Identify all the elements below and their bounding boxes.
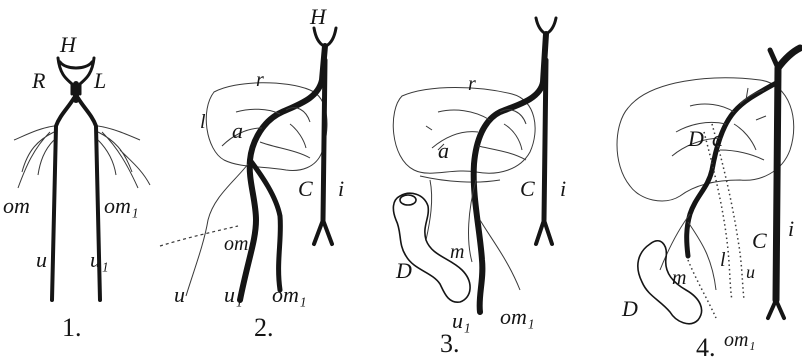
fig4-label-d-upper: D bbox=[687, 126, 704, 151]
fig2-label-l: l bbox=[200, 111, 206, 133]
fig3-label-r: r bbox=[468, 73, 476, 95]
fig4-duodenum bbox=[638, 241, 702, 324]
fig3-liver-lower-outline bbox=[420, 176, 500, 182]
fig2-label-u1: u₁ bbox=[224, 282, 243, 307]
fig3-label-m: m bbox=[450, 241, 464, 263]
fig3-label-i: i bbox=[560, 176, 566, 201]
fig2-cava bbox=[323, 60, 325, 220]
fig4-dotted-duct-2 bbox=[704, 132, 732, 300]
fig1-label-heart: H bbox=[59, 32, 77, 57]
fig1-label-left: L bbox=[93, 68, 106, 93]
fig2-label-i: i bbox=[338, 176, 344, 201]
fig1-label-right: R bbox=[31, 68, 46, 93]
fig4-label-u: u bbox=[746, 262, 755, 282]
fig4-label-a: a bbox=[712, 126, 723, 151]
fig1-label-om-right: om bbox=[3, 193, 30, 218]
fig4-label-c: C bbox=[752, 228, 767, 253]
fig3-cava bbox=[544, 60, 546, 220]
fig1-label-u-right: u bbox=[36, 247, 47, 272]
fig1-number: 1. bbox=[62, 313, 82, 342]
fig3-iliac bbox=[536, 220, 552, 244]
fig1-right-trunk bbox=[52, 98, 74, 300]
fig4-label-om1: om₁ bbox=[724, 329, 755, 351]
fig2-label-om: om bbox=[224, 233, 248, 255]
fig2-label-a: a bbox=[232, 118, 243, 143]
fig3-label-c: C bbox=[520, 176, 535, 201]
fig2-label-heart: H bbox=[309, 4, 327, 29]
fig4-number: 4. bbox=[696, 333, 716, 361]
fig3-duodenum-end bbox=[400, 195, 416, 205]
figure-2: H r l a C i om om₁ u u₁ 2. bbox=[160, 4, 344, 342]
fig4-label-i: i bbox=[788, 216, 794, 241]
fig2-label-r: r bbox=[256, 69, 264, 91]
fig2-label-om1: om₁ bbox=[272, 282, 307, 307]
fig4-label-d: D bbox=[621, 296, 638, 321]
fig4-iliac bbox=[768, 300, 784, 318]
fig1-om-right bbox=[14, 126, 54, 188]
figure-3: r a C i D m u₁ om₁ 3. bbox=[393, 18, 566, 358]
fig3-label-a: a bbox=[438, 138, 449, 163]
fig4-cava-upper bbox=[770, 50, 778, 68]
fig4-label-m: m bbox=[672, 267, 686, 289]
fig2-label-u: u bbox=[174, 282, 185, 307]
fig1-label-u-left: u₁ bbox=[90, 247, 109, 272]
figure-1: H R L om om₁ u u₁ 1. bbox=[3, 32, 150, 342]
fig2-main-vein bbox=[240, 46, 325, 300]
fig2-iliac bbox=[314, 220, 332, 244]
fig3-label-om1: om₁ bbox=[500, 304, 535, 329]
fig3-label-d: D bbox=[395, 258, 412, 283]
fig4-label-l: l bbox=[720, 249, 726, 271]
figure-4: D a C i D m l u om₁ 4. bbox=[617, 48, 800, 361]
fig1-label-om-left: om₁ bbox=[104, 193, 139, 218]
fig3-number: 3. bbox=[440, 329, 460, 358]
fig1-om-left bbox=[98, 126, 150, 188]
fig2-label-c: C bbox=[298, 176, 313, 201]
fig4-cava bbox=[776, 48, 800, 300]
fig2-umbilical-thin bbox=[186, 164, 248, 296]
fig2-number: 2. bbox=[254, 313, 274, 342]
fig3-liver-outline bbox=[393, 88, 535, 174]
